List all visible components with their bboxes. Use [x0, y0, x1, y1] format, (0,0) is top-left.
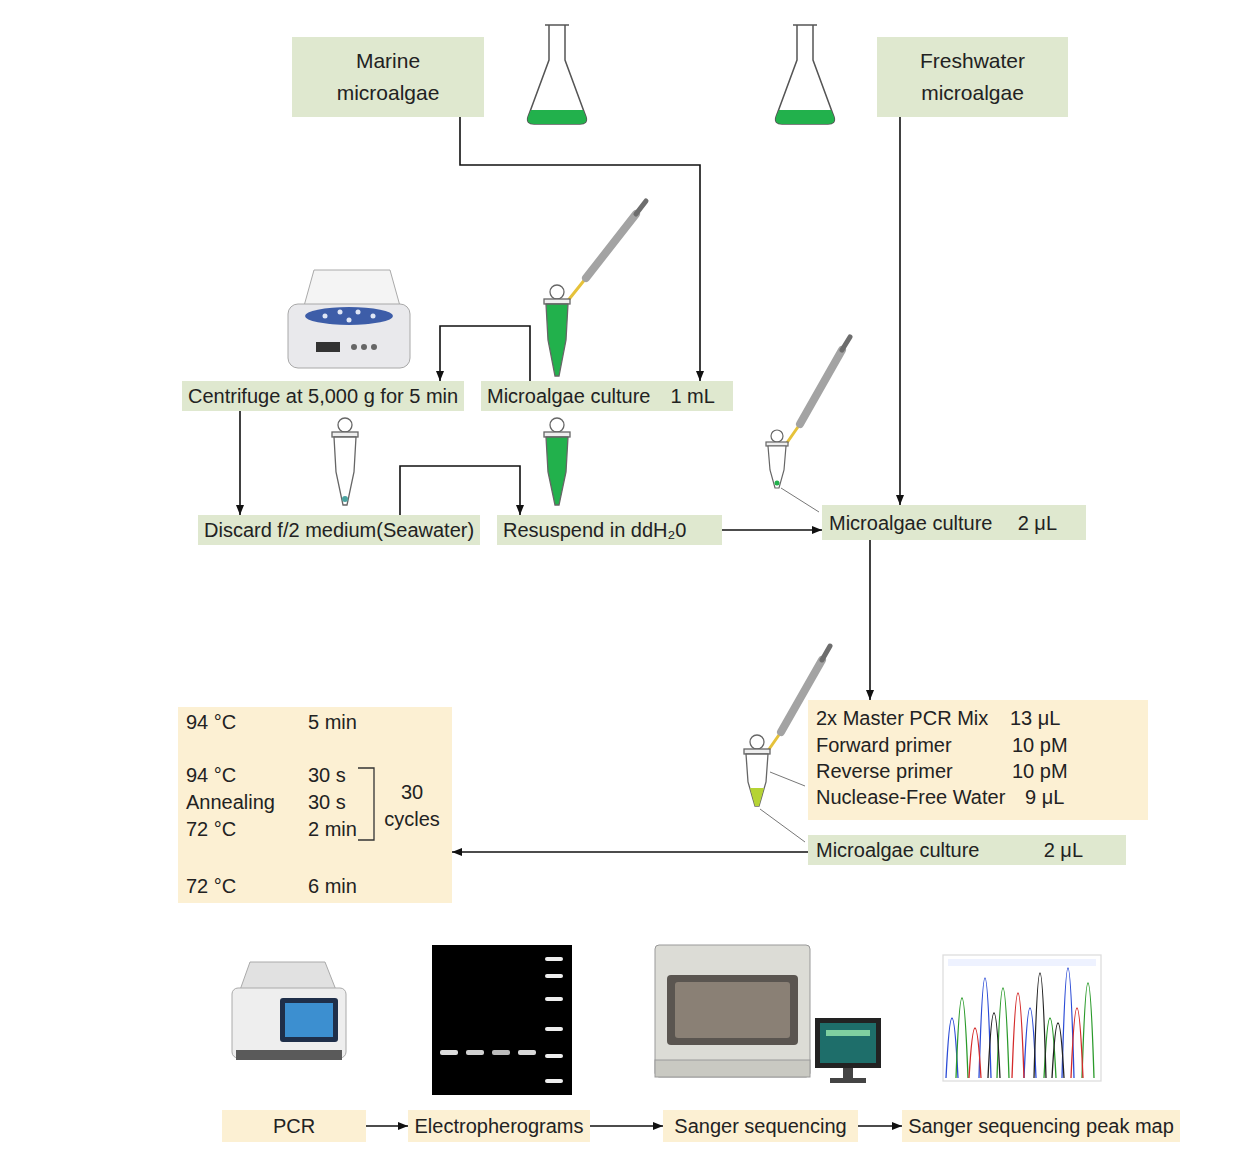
empty-tube — [332, 418, 358, 505]
reagent-box: 2x Master PCR Mix 13 μL Forward primer 10 p… — [808, 700, 1148, 820]
label-text: 72 °C — [186, 817, 236, 841]
tube-with-pipette — [544, 201, 646, 376]
flow-arrow — [590, 1125, 663, 1127]
source-box: Freshwater microalgae — [877, 37, 1068, 117]
flask — [528, 25, 587, 124]
label-text: 2 μL — [1018, 511, 1057, 535]
step-box: Microalgae culture 2 μL — [808, 835, 1126, 865]
label-text: 94 °C — [186, 710, 236, 734]
flow-arrow — [440, 326, 530, 381]
label-text: 2x Master PCR Mix — [816, 706, 988, 730]
output-label: Sanger sequencing peak map — [902, 1110, 1180, 1142]
output-label: PCR — [222, 1110, 366, 1142]
flow-arrow — [460, 117, 700, 381]
flow-arrow — [899, 117, 901, 505]
label-text: Annealing — [186, 790, 275, 814]
tube-with-pipette — [766, 337, 850, 512]
flow-arrow — [452, 851, 808, 853]
flow-arrow — [400, 466, 520, 515]
label-text: Nuclease-Free Water — [816, 785, 1005, 809]
label-text: 30 s — [308, 763, 346, 787]
label-text: Electropherograms — [415, 1114, 584, 1138]
output-label: Electropherograms — [408, 1110, 590, 1142]
label-text: 6 min — [308, 874, 357, 898]
centrifuge — [288, 270, 410, 368]
label-text: Resuspend in ddH₂0 — [503, 518, 686, 542]
flow-arrow — [239, 411, 241, 515]
thermocycler — [232, 962, 346, 1060]
label-text: 1 mL — [670, 384, 714, 408]
flow-arrow — [869, 540, 871, 700]
label-text: Sanger sequencing peak map — [908, 1114, 1174, 1138]
gel-image — [432, 945, 572, 1095]
label-text: Microalgae culture — [487, 384, 650, 408]
label-text: Discard f/2 medium(Seawater) — [204, 518, 474, 542]
label-text: 2 μL — [1044, 838, 1083, 862]
source-box: Marine microalgae — [292, 37, 484, 117]
label-text: PCR — [273, 1114, 315, 1138]
flow-arrow — [722, 529, 822, 531]
label-text: 30 cycles — [381, 779, 443, 833]
label-text: 94 °C — [186, 763, 236, 787]
label-text: 30 s — [308, 790, 346, 814]
step-box: Resuspend in ddH₂0 — [497, 515, 722, 545]
step-box: Centrifuge at 5,000 g for 5 min — [182, 381, 464, 411]
pcr-program-box: 94 °C 5 min 94 °C 30 s Annealing 30 s 72 °C 2 m… — [178, 707, 452, 903]
label-text: 5 min — [308, 710, 357, 734]
chromatogram — [943, 955, 1101, 1081]
step-box: Microalgae culture 1 mL — [481, 381, 733, 411]
label-text: 9 μL — [1025, 785, 1064, 809]
flow-arrow — [366, 1125, 408, 1127]
step-box: Discard f/2 medium(Seawater) — [198, 515, 480, 545]
label-text: Sanger sequencing — [674, 1114, 846, 1138]
label-text: 10 pM — [1012, 733, 1068, 757]
label-text: 72 °C — [186, 874, 236, 898]
flask — [776, 25, 835, 124]
sequencer — [655, 945, 881, 1083]
label-text: Microalgae culture — [816, 838, 979, 862]
label-text: 2 min — [308, 817, 357, 841]
label-text: Forward primer — [816, 733, 952, 757]
label-text: 13 μL — [1010, 706, 1060, 730]
label-text: Marine microalgae — [322, 45, 454, 109]
flow-arrow — [858, 1125, 902, 1127]
step-box: Microalgae culture 2 μL — [822, 505, 1086, 540]
label-text: Freshwater microalgae — [907, 45, 1039, 109]
output-label: Sanger sequencing — [663, 1110, 858, 1142]
label-text: Centrifuge at 5,000 g for 5 min — [188, 384, 458, 408]
label-text: 10 pM — [1012, 759, 1068, 783]
tube — [544, 418, 570, 505]
label-text: Reverse primer — [816, 759, 953, 783]
label-text: Microalgae culture — [829, 511, 992, 535]
